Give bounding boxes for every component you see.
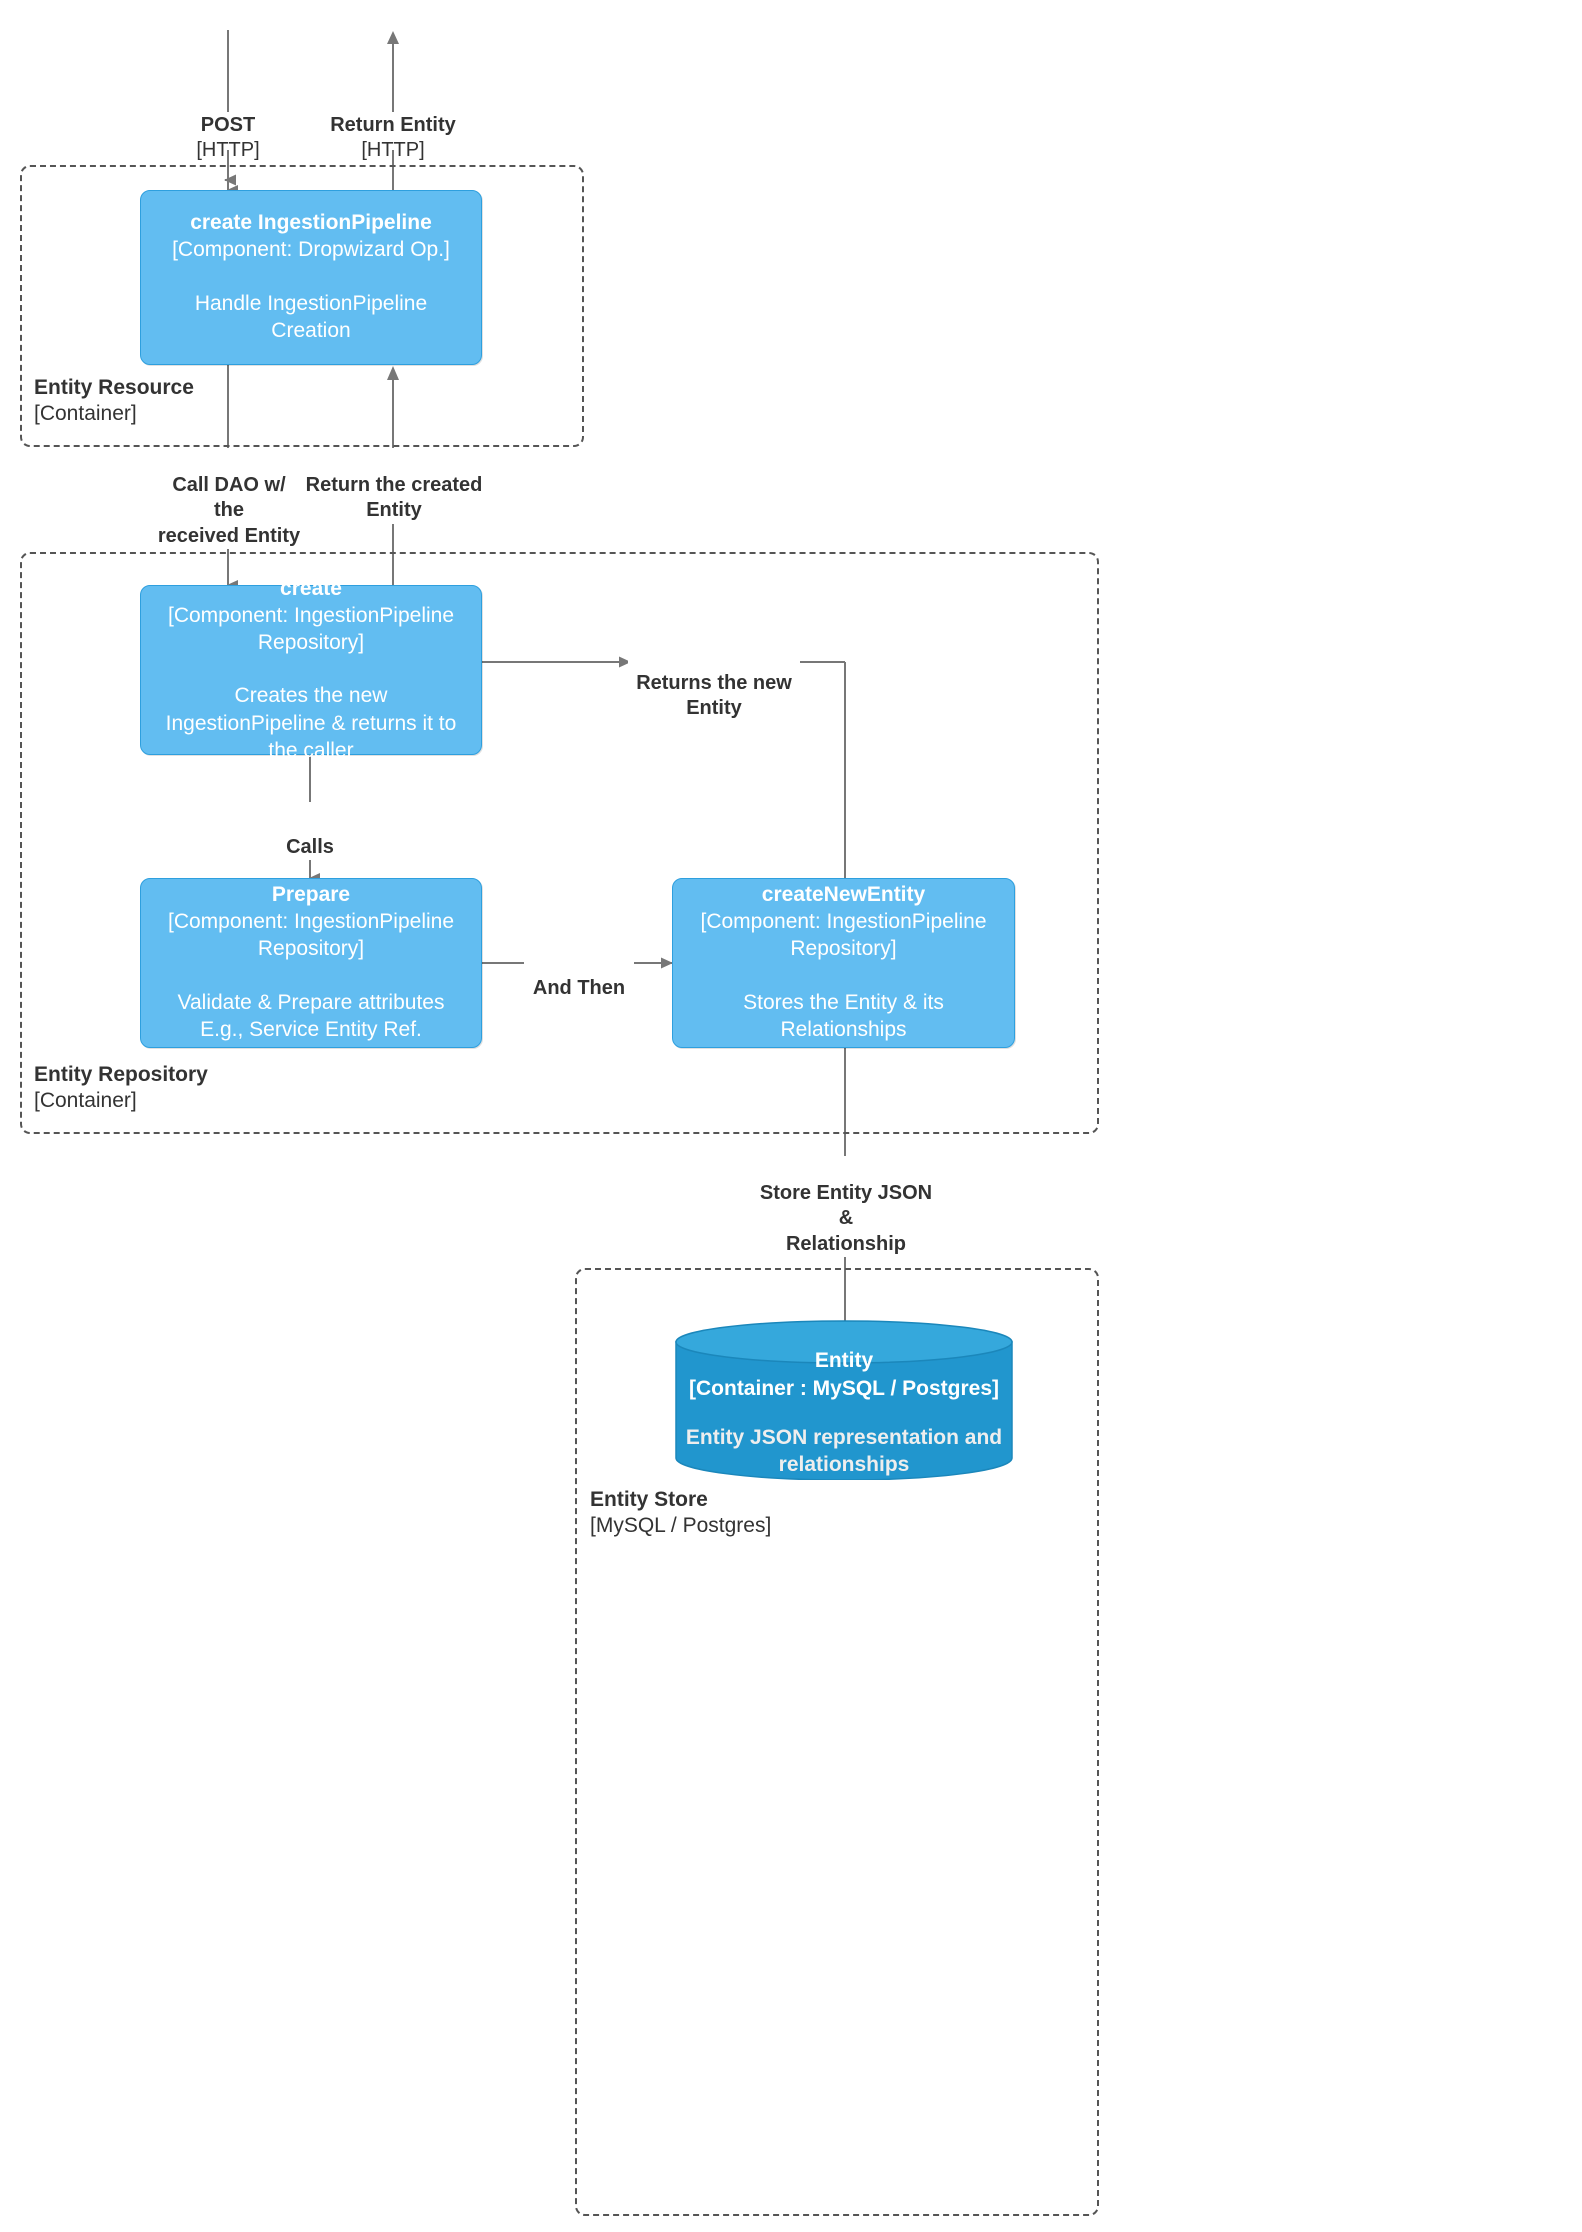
boundary-entity-resource-label: Entity Resource [Container] xyxy=(34,375,194,426)
edge-label-tech: [HTTP] xyxy=(196,139,260,162)
node-tech: [Component: IngestionPipeline Repository… xyxy=(167,603,455,654)
boundary-entity-store xyxy=(575,1268,1099,2216)
database-entity[interactable]: Entity [Container : MySQL / Postgres] En… xyxy=(675,1320,1013,1481)
edge-label-and-then: And Then xyxy=(524,951,634,1002)
node-prepare[interactable]: Prepare [Component: IngestionPipeline Re… xyxy=(140,878,482,1048)
node-create[interactable]: create [Component: IngestionPipeline Rep… xyxy=(140,577,482,762)
node-name: createNewEntity xyxy=(761,883,926,907)
boundary-title: Entity Repository xyxy=(34,1063,208,1086)
edge-label-return-entity: Return Entity [HTTP] xyxy=(303,88,483,189)
database-tech: [Container : MySQL / Postgres] xyxy=(689,1376,999,1400)
database-text-block: Entity [Container : MySQL / Postgres] En… xyxy=(675,1320,1013,1480)
edge-label-store-entity: Store Entity JSON & Relationship xyxy=(748,1156,944,1257)
node-create-ingestion-pipeline[interactable]: create IngestionPipeline [Component: Dro… xyxy=(140,190,482,365)
database-name: Entity xyxy=(814,1349,874,1373)
edge-label-text: Return the created Entity xyxy=(305,474,483,522)
node-description: Validate & Prepare attributes E.g., Serv… xyxy=(177,991,445,1042)
edge-label-returns-new: Returns the new Entity xyxy=(628,646,800,722)
edge-label-tech: [HTTP] xyxy=(361,139,425,162)
edge-label-text: Store Entity JSON & Relationship xyxy=(759,1182,933,1255)
boundary-entity-store-label: Entity Store [MySQL / Postgres] xyxy=(590,1487,771,1538)
node-tech: [Component: Dropwizard Op.] xyxy=(172,238,450,262)
node-tech: [Component: IngestionPipeline Repository… xyxy=(167,910,455,961)
edge-label-call-dao: Call DAO w/ the received Entity xyxy=(140,448,318,549)
node-tech: [Component: IngestionPipeline Repository… xyxy=(700,910,987,961)
edge-label-text: Call DAO w/ the received Entity xyxy=(157,474,301,547)
edge-label-text: Calls xyxy=(286,836,334,859)
boundary-subtitle: [Container] xyxy=(34,401,137,425)
edge-label-text: And Then xyxy=(532,977,626,1000)
node-description: Handle IngestionPipeline Creation xyxy=(194,292,428,343)
node-description: Creates the new IngestionPipeline & retu… xyxy=(165,684,457,762)
edge-label-calls: Calls xyxy=(250,810,370,861)
node-description: Stores the Entity & its Relationships xyxy=(743,991,944,1042)
node-name: create IngestionPipeline xyxy=(190,211,432,235)
node-name: create xyxy=(280,576,342,600)
database-description: Entity JSON representation and relations… xyxy=(685,1426,1003,1477)
edge-label-text: Return Entity xyxy=(330,114,456,137)
edge-label-text: Returns the new Entity xyxy=(636,672,792,720)
edge-return-entity-arrowhead xyxy=(387,31,399,44)
cylinder-shape xyxy=(675,1320,1013,1481)
boundary-title: Entity Resource xyxy=(34,376,194,399)
edge-label-post: POST [HTTP] xyxy=(148,88,308,189)
boundary-entity-repository-label: Entity Repository [Container] xyxy=(34,1062,208,1113)
boundary-entity-resource xyxy=(20,165,584,447)
boundary-subtitle: [MySQL / Postgres] xyxy=(590,1513,772,1537)
boundary-entity-repository xyxy=(20,552,1099,1134)
edge-label-return-created: Return the created Entity xyxy=(303,448,485,524)
node-name: Prepare xyxy=(271,883,351,907)
boundary-title: Entity Store xyxy=(590,1488,708,1511)
node-create-new-entity[interactable]: createNewEntity [Component: IngestionPip… xyxy=(672,878,1015,1048)
edge-label-text: POST xyxy=(200,114,256,137)
boundary-subtitle: [Container] xyxy=(34,1088,137,1112)
